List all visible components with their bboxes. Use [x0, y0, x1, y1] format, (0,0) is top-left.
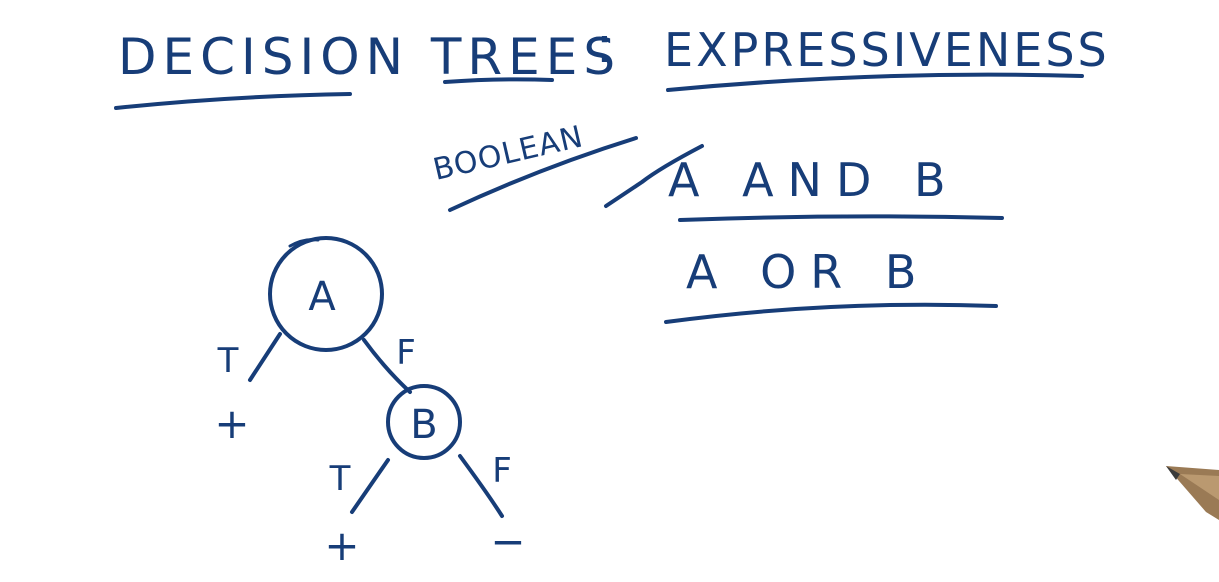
title-right-underline	[666, 72, 1084, 92]
root-true-leaf: +	[214, 399, 249, 448]
child-false-branch	[458, 454, 504, 518]
root-node-circle	[268, 236, 384, 352]
expression-and: A AND B	[668, 153, 960, 207]
root-true-edge-label: T	[217, 341, 239, 381]
pen-icon	[1166, 466, 1219, 520]
title-left: DECISION TREES	[118, 28, 621, 86]
title-separator: :	[596, 16, 619, 74]
boolean-underline	[448, 136, 638, 212]
child-node-label: B	[410, 402, 437, 448]
root-false-branch	[362, 338, 412, 394]
child-false-edge-label: F	[492, 451, 512, 491]
boolean-label: BOOLEAN	[430, 119, 587, 188]
root-false-edge-label: F	[396, 333, 416, 373]
expression-and-underline	[678, 214, 1004, 222]
child-node-circle	[386, 384, 462, 460]
root-node-tick	[288, 238, 320, 248]
child-true-branch	[350, 458, 390, 514]
checkmark-icon	[604, 144, 704, 208]
title-right: EXPRESSIVENESS	[664, 23, 1110, 77]
root-true-branch	[248, 332, 282, 382]
expression-or-underline	[664, 302, 998, 324]
child-true-leaf: +	[324, 521, 359, 570]
title-trees-underline	[443, 77, 554, 84]
child-true-edge-label: T	[329, 459, 351, 499]
child-false-leaf: −	[490, 517, 525, 566]
title-left-underline	[114, 92, 352, 110]
expression-or: A OR B	[686, 245, 930, 299]
root-node-label: A	[308, 274, 336, 320]
